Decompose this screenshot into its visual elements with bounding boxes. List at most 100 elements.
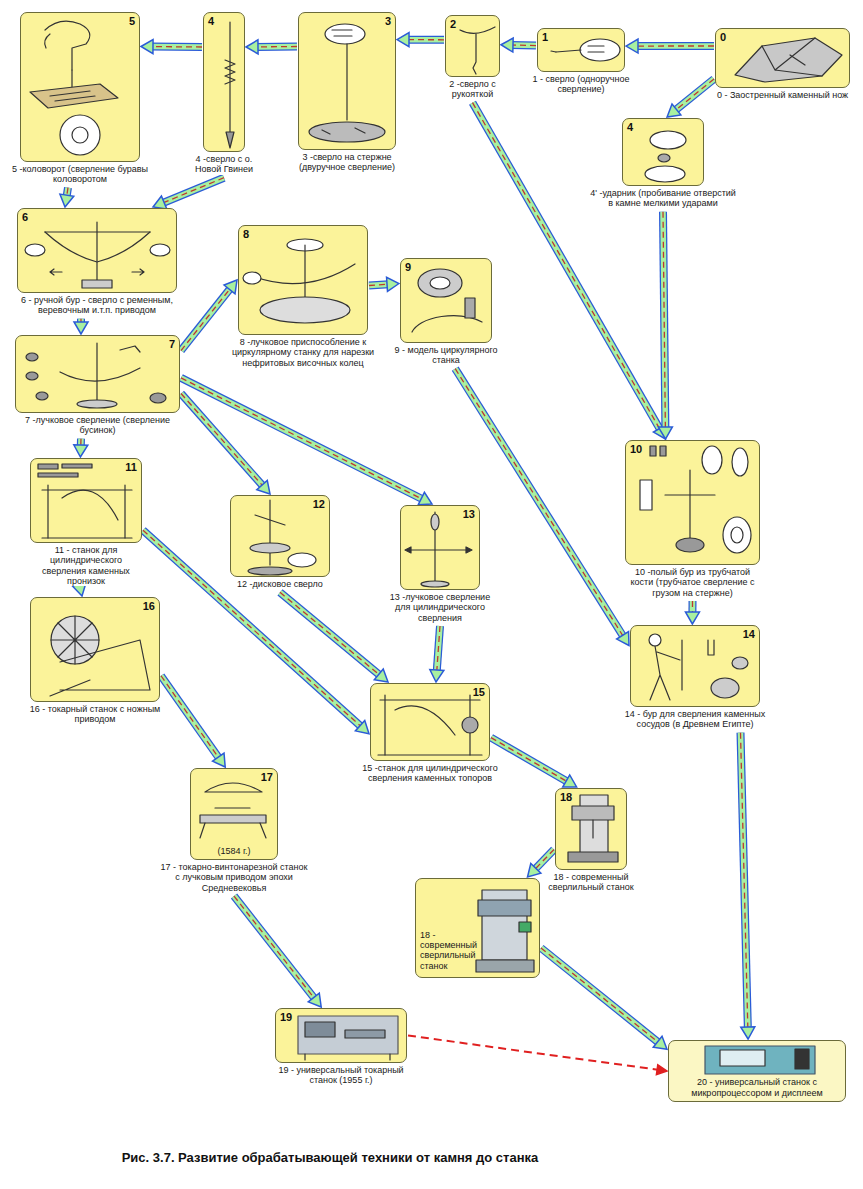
arrow-shaft-outline (675, 79, 714, 111)
bow-spindle-sketch-part (408, 549, 468, 550)
illustration-box: 1010 -полый бур из трубчатой кости (труб… (625, 440, 760, 565)
arrow-shaft-stripe (437, 626, 440, 672)
tube-drill-sketch-part (660, 446, 666, 456)
bow-ring-cutter-sketch-part (287, 239, 323, 251)
arrow-shaft (408, 1036, 659, 1070)
handle-drill-sketch-part (460, 27, 495, 33)
arrow-shaft-outline (741, 733, 748, 1029)
bow-lathe-sketch-part (215, 807, 250, 808)
egypt-driller-sketch-part (708, 640, 714, 655)
bow-spindle-sketch-part (431, 514, 439, 530)
box-caption: (1584 г.) (194, 846, 274, 856)
callout-number: 4 (627, 121, 633, 133)
striker-sketch-part (650, 131, 686, 149)
arrow-shaft (280, 592, 380, 675)
brace-drill-sketch-part (45, 34, 50, 48)
circular-model-sketch-part (418, 269, 462, 297)
modern-drill-photo-sketch-part (482, 890, 527, 960)
callout-number: 5 (129, 15, 135, 27)
arrow-head (418, 492, 432, 505)
flow-arrow (626, 39, 714, 53)
callout-number: 6 (22, 211, 28, 223)
box-caption: 4 -сверло с о. Новой Гвинеи (184, 154, 264, 175)
arrow-head (653, 1036, 667, 1049)
bow-ring-cutter-sketch-part (304, 245, 305, 300)
flow-arrow (280, 592, 388, 682)
flow-arrow (246, 40, 297, 54)
arrow-shaft (636, 43, 714, 49)
arrow-shaft (663, 212, 665, 429)
pump-drill-sketch-part (25, 244, 45, 256)
box-caption: 18 - современный сверлильный станок (546, 872, 636, 893)
callout-number: 19 (280, 1011, 292, 1023)
modern-drill-photo-sketch (476, 890, 534, 972)
guinea-drill-sketch (225, 22, 235, 148)
arrow-shaft (234, 896, 315, 999)
arrow-shaft-stripe (181, 288, 231, 351)
pump-drill-sketch-part (82, 280, 112, 288)
hand-drill-sketch-part (551, 51, 556, 52)
arrow-shaft-outline (437, 626, 440, 672)
arrow-head (501, 38, 513, 52)
brace-drill-sketch-part (45, 21, 90, 70)
arrow-head (153, 196, 167, 209)
modern-drill-sketch-part (568, 852, 618, 862)
bead-drill-sketch-part (26, 372, 38, 380)
disc-drill-sketch (248, 500, 316, 575)
universal-lathe-sketch (298, 1016, 398, 1060)
arrow-shaft-stripe (369, 284, 389, 285)
tube-drill-sketch-part (689, 470, 690, 538)
circular-model-sketch-part (465, 298, 475, 318)
illustration-box: 1111 - станок для цилиндрического сверле… (30, 458, 142, 543)
axe-drill-machine-sketch-part (469, 695, 470, 755)
arrow-head (741, 1027, 755, 1039)
arrow-head (60, 194, 74, 207)
box-caption: 10 -полый бур из трубчатой кости (трубча… (623, 567, 763, 598)
axe-drill-machine-sketch-part (384, 695, 385, 755)
flow-arrow (234, 896, 321, 1007)
figure-caption: Рис. 3.7. Развитие обрабатывающей техник… (0, 1150, 660, 1165)
arrow-head (374, 669, 388, 682)
brace-drill-sketch-part (60, 115, 100, 155)
arrow-shaft (162, 178, 224, 203)
arrow-head (685, 612, 699, 624)
arrow-shaft-stripe (636, 45, 714, 46)
flow-arrow (153, 178, 224, 209)
foot-lathe-sketch-part (51, 616, 99, 664)
hand-drill-sketch-part (556, 50, 581, 52)
arrow-head (658, 427, 672, 439)
bead-machine-sketch-part (62, 464, 92, 468)
bead-drill-sketch-part (77, 400, 117, 408)
bow-lathe-sketch-part (205, 783, 262, 792)
arrow-head (626, 39, 638, 53)
flow-arrow (685, 601, 699, 624)
bead-drill-sketch-part (150, 393, 166, 403)
arrow-shaft (675, 79, 714, 111)
box-caption: 4' -ударник (пробивание отверстий в камн… (588, 188, 738, 209)
disc-drill-sketch-part (250, 543, 290, 553)
egypt-driller-sketch-part (681, 640, 682, 690)
arrow-shaft-stripe (675, 79, 714, 111)
bead-machine-sketch-part (38, 464, 58, 469)
flow-arrow (658, 212, 672, 439)
shaft-drill-sketch (309, 24, 385, 142)
box-caption: 8 -лучковое приспособление к циркулярном… (228, 337, 378, 368)
arrow-shaft-outline (181, 394, 263, 487)
bead-drill-sketch-part (60, 368, 140, 381)
axe-drill-machine-sketch-part (462, 717, 478, 733)
pump-drill-sketch (25, 222, 170, 288)
universal-lathe-sketch-part (305, 1022, 335, 1037)
arrow-shaft-stripe (162, 178, 224, 203)
bow-ring-cutter-sketch-part (260, 297, 350, 323)
tube-drill-sketch-part (732, 448, 748, 476)
arrow-shaft-stripe (511, 44, 536, 46)
callout-number: 1 (542, 31, 548, 43)
callout-number: 2 (450, 18, 456, 30)
callout-number: 12 (313, 498, 325, 510)
arrow-shaft-outline (234, 896, 315, 999)
foot-lathe-sketch-part (50, 640, 150, 696)
flow-arrow (141, 40, 202, 54)
illustration-box: 20 - универсальный станок с микропроцесс… (668, 1040, 846, 1102)
callout-number: 10 (630, 443, 642, 455)
